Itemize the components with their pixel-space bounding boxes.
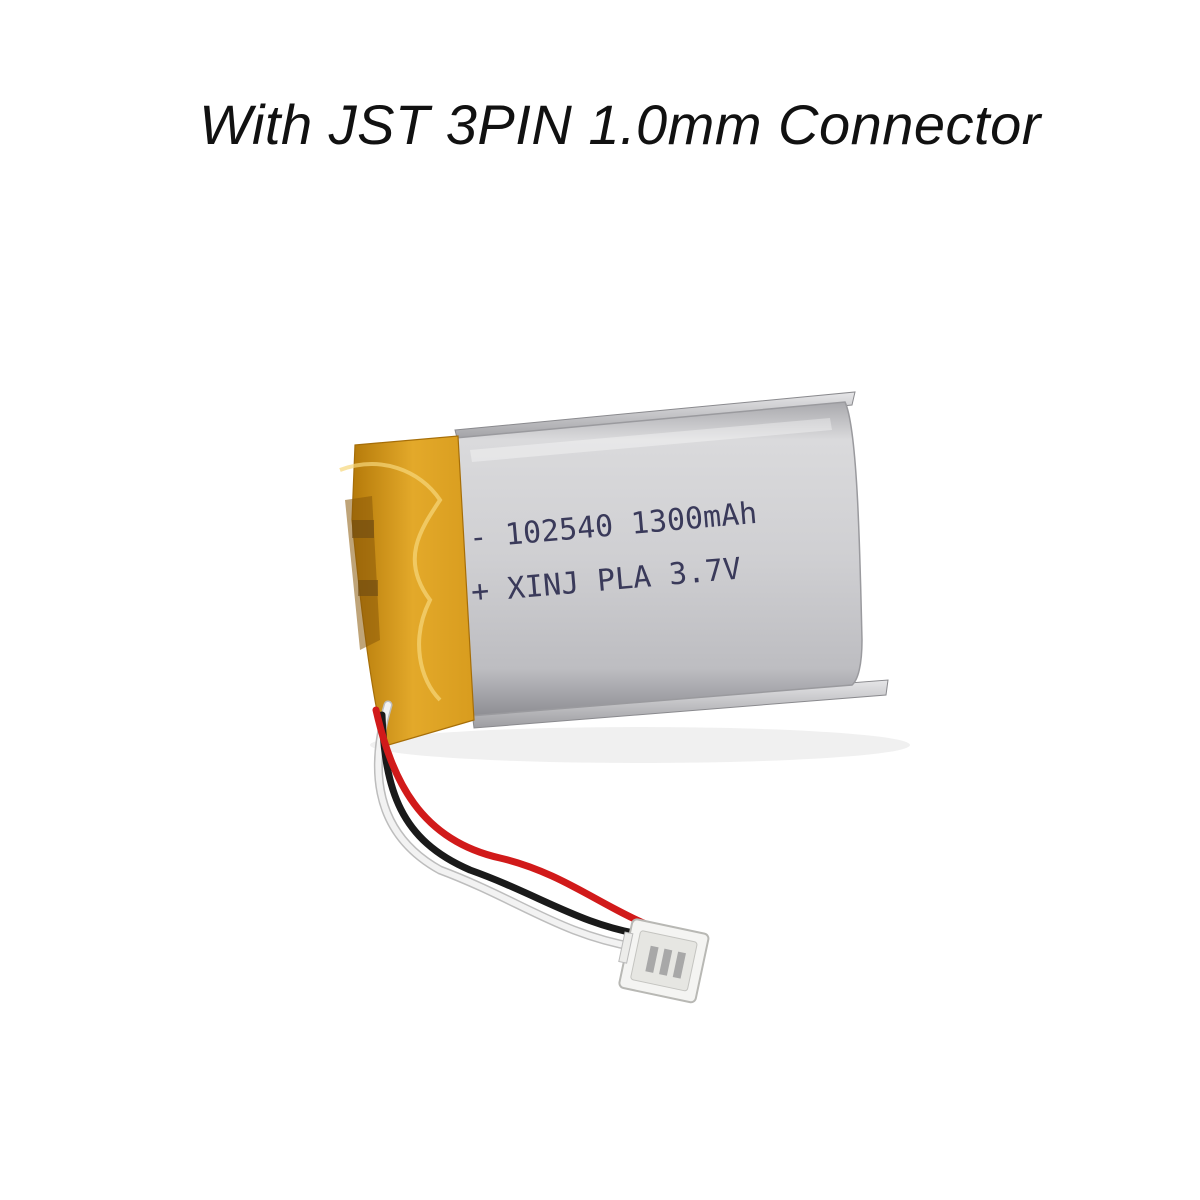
tab-metal-2	[358, 580, 378, 596]
jst-connector	[618, 918, 710, 1004]
wire-white-core	[375, 702, 643, 951]
tab-metal	[352, 520, 374, 538]
battery-shadow	[370, 727, 910, 763]
tape-wrinkles	[339, 462, 443, 702]
wire-black	[378, 711, 649, 939]
cell-sheen	[470, 418, 832, 462]
product-caption: With JST 3PIN 1.0mm Connector	[199, 93, 1041, 156]
battery-cell-body	[454, 401, 863, 717]
wire-red	[372, 706, 652, 929]
